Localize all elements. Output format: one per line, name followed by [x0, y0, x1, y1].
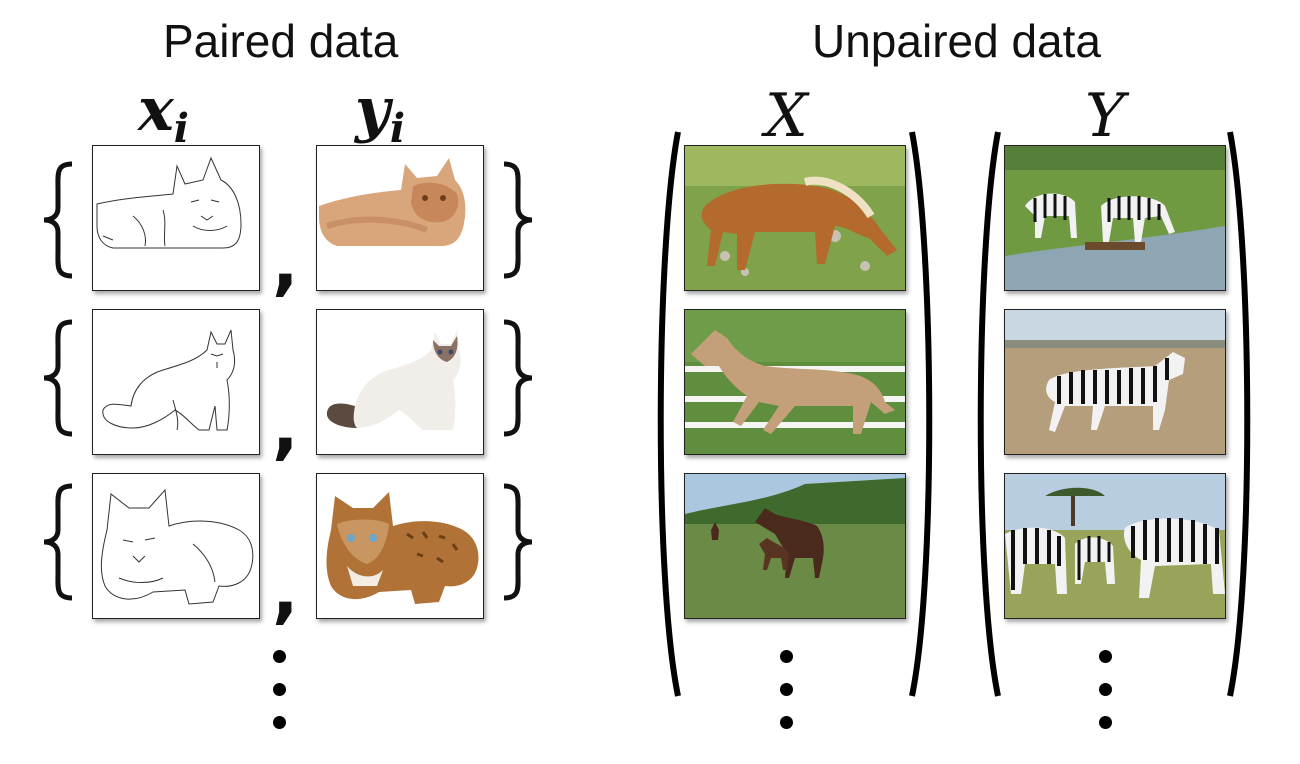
pair-separator-comma: ,	[272, 222, 299, 304]
ellipsis-dot	[780, 716, 793, 729]
zebra-herd-photo	[1004, 473, 1226, 619]
left-paren-icon	[977, 131, 1001, 697]
zebra-walking-photo	[1004, 309, 1226, 455]
ellipsis-dot	[780, 650, 793, 663]
x-i-label: xi	[138, 75, 189, 152]
ellipsis-dot	[273, 650, 286, 663]
bengal-cat-photo	[316, 473, 484, 619]
y-set-label: Y	[1085, 81, 1125, 151]
ellipsis-dot	[273, 683, 286, 696]
right-paren-icon	[909, 131, 933, 697]
ellipsis-dot	[1099, 683, 1112, 696]
ellipsis-dot	[780, 683, 793, 696]
right-brace-icon	[503, 319, 533, 437]
left-brace-icon	[43, 483, 73, 601]
left-paren-icon	[657, 131, 681, 697]
right-brace-icon	[503, 483, 533, 601]
left-brace-icon	[43, 161, 73, 279]
ellipsis-dot	[273, 716, 286, 729]
ellipsis-dot	[1099, 716, 1112, 729]
horse-running-photo	[684, 309, 906, 455]
y-i-label: yi	[355, 75, 406, 152]
right-paren-icon	[1227, 131, 1251, 697]
cat-edge-sketch-2	[92, 309, 260, 455]
pair-separator-comma: ,	[272, 550, 299, 632]
horses-field-photo	[684, 473, 906, 619]
x-set-label: X	[765, 81, 808, 151]
cat-edge-sketch-1	[92, 145, 260, 291]
cat-edge-sketch-3	[92, 473, 260, 619]
right-brace-icon	[503, 161, 533, 279]
paired-data-title: Paired data	[163, 15, 399, 67]
pair-separator-comma: ,	[272, 386, 299, 468]
fluffy-orange-cat-photo	[316, 145, 484, 291]
zebras-drinking-photo	[1004, 145, 1226, 291]
ellipsis-dot	[1099, 650, 1112, 663]
left-brace-icon	[43, 319, 73, 437]
unpaired-data-title: Unpaired data	[812, 15, 1101, 67]
ragdoll-cat-photo	[316, 309, 484, 455]
horse-grazing-photo	[684, 145, 906, 291]
